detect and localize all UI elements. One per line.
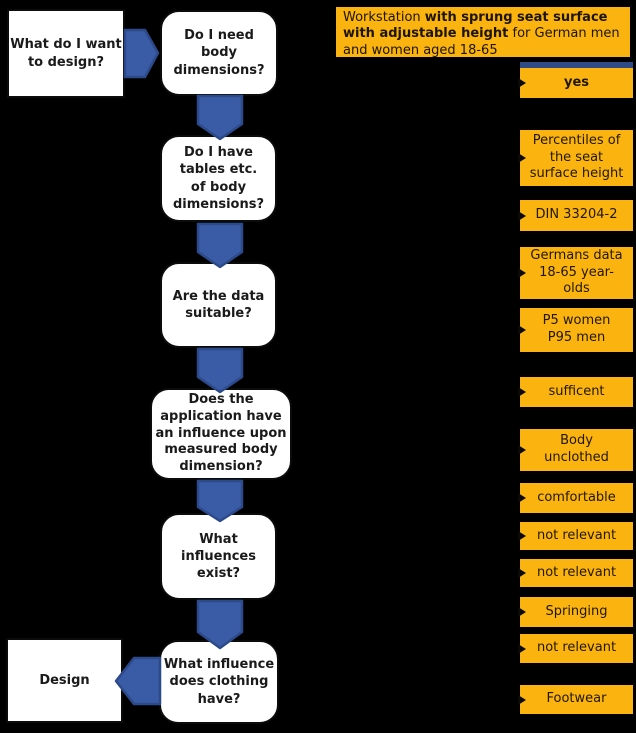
flow-box-data-suitable: Are the data suitable? xyxy=(160,262,277,348)
answer-label-yes: yes xyxy=(518,68,633,98)
answer-label-body-unclothed: Body unclothed xyxy=(518,429,633,471)
answer-label-comfortable: comfortable xyxy=(518,483,633,513)
connector-arrowhead-icon xyxy=(518,210,526,221)
answer-label-not-relevant-1: not relevant xyxy=(518,522,633,550)
flow-box-what-to-design: What do I want to design? xyxy=(7,9,125,98)
flow-box-have-tables: Do I have tables etc. of body dimensions… xyxy=(160,135,277,222)
title-box: Workstation with sprung seat surface wit… xyxy=(336,7,630,58)
connector-bar xyxy=(520,62,633,69)
connector-arrowhead-icon xyxy=(518,153,526,163)
answer-label-p5-p95: P5 women P95 men xyxy=(518,308,633,352)
arrow-right-icon xyxy=(123,28,160,79)
title-text-bold: with sprung seat surface with adjustable… xyxy=(343,10,608,42)
arrow-down-icon-3 xyxy=(196,347,244,394)
connector-arrowhead-icon xyxy=(518,78,526,88)
connector-arrowhead-icon xyxy=(518,694,526,705)
answer-label-germans-data: Germans data 18-65 year- olds xyxy=(518,247,633,299)
arrow-down-icon-1 xyxy=(196,94,244,141)
connector-arrowhead-icon xyxy=(518,325,526,335)
answer-label-sufficent: sufficent xyxy=(518,377,633,407)
flow-box-what-influences: What influences exist? xyxy=(160,513,277,600)
answer-label-din-33204-2: DIN 33204-2 xyxy=(518,200,633,231)
answer-label-not-relevant-3: not relevant xyxy=(518,634,633,663)
flow-box-clothing-influence: What influence does clothing have? xyxy=(159,640,279,724)
flow-box-design: Design xyxy=(6,638,123,723)
title-text-normal: Workstation xyxy=(343,10,425,25)
answer-label-percentiles: Percentiles of the seat surface height xyxy=(518,130,633,186)
connector-arrowhead-icon xyxy=(518,568,526,578)
connector-arrowhead-icon xyxy=(518,531,526,541)
flow-box-application-influence: Does the application have an influence u… xyxy=(150,388,292,480)
title-text-normal-2: for German men and women aged 18-65 xyxy=(343,26,620,58)
connector-arrowhead-icon xyxy=(518,445,526,455)
answer-label-not-relevant-2: not relevant xyxy=(518,559,633,587)
connector-arrowhead-icon xyxy=(518,493,526,503)
connector-arrowhead-icon xyxy=(518,387,526,397)
connector-arrowhead-icon xyxy=(518,643,526,654)
connector-arrowhead-icon xyxy=(518,268,526,278)
answer-label-springing: Springing xyxy=(518,597,633,627)
connector-arrowhead-icon xyxy=(518,607,526,617)
answer-label-footwear: Footwear xyxy=(518,685,633,714)
flow-box-need-body-dimensions: Do I need body dimensions? xyxy=(160,10,278,96)
arrow-down-icon-2 xyxy=(196,222,244,269)
